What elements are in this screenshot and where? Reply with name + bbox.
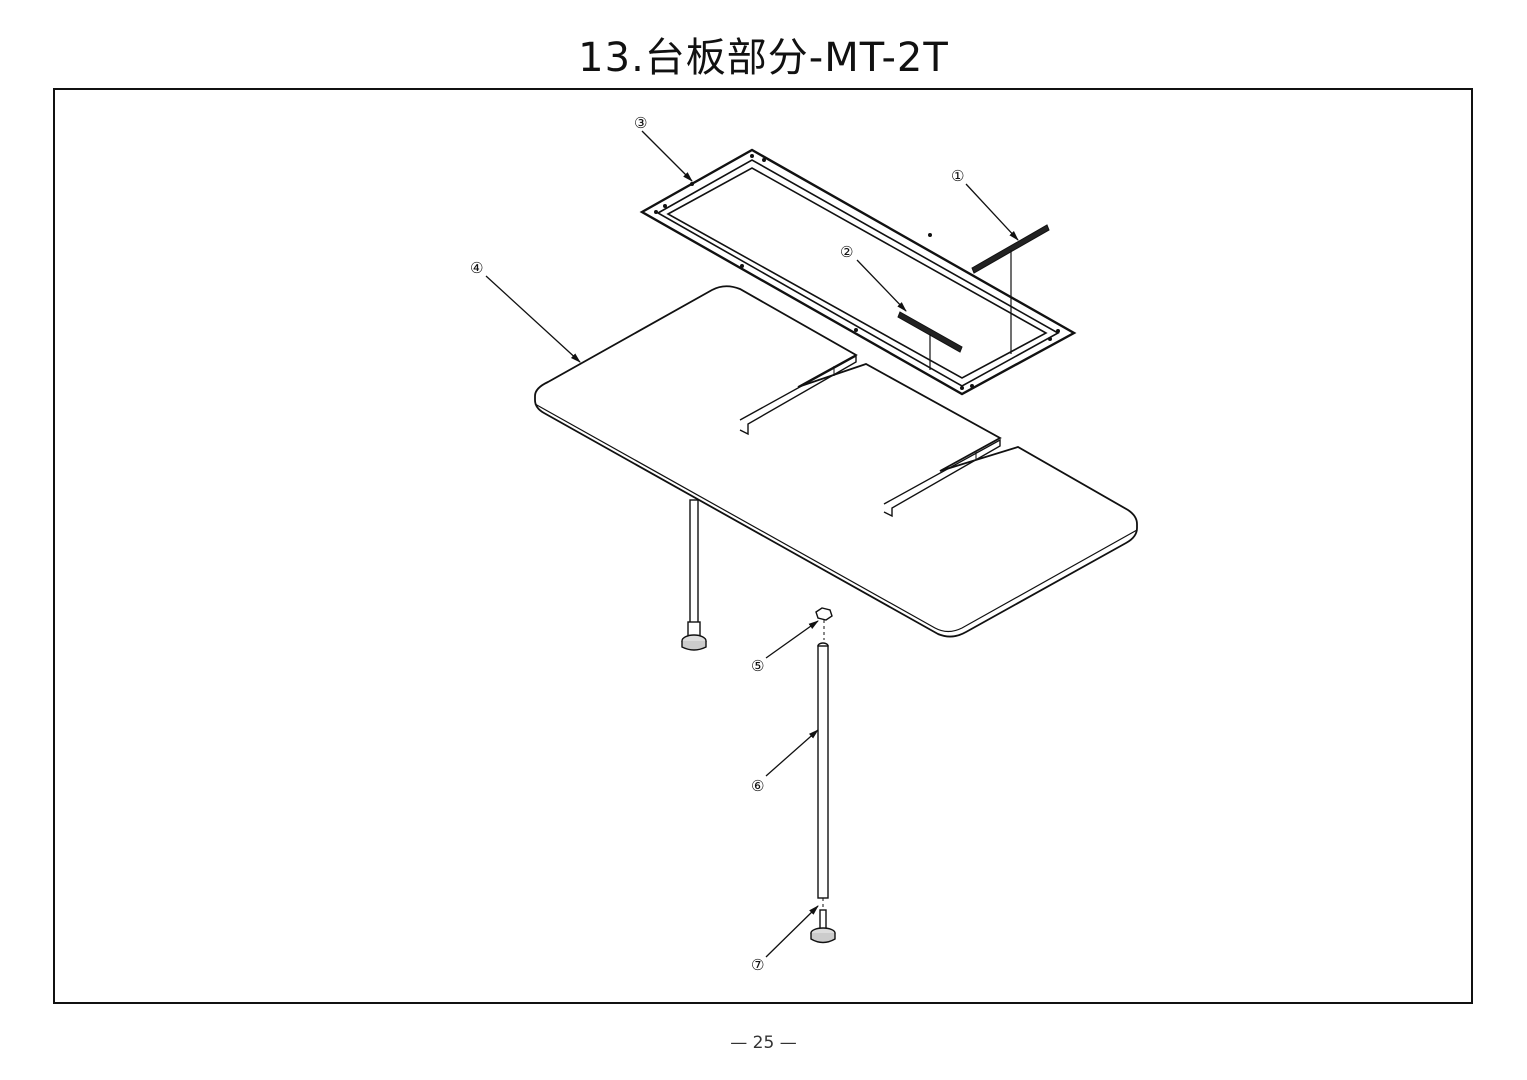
pole-part <box>817 642 829 910</box>
frame-part <box>639 148 1077 396</box>
callout-label-4: ④ <box>470 259 483 277</box>
leader-4 <box>485 275 581 363</box>
leader-7 <box>765 905 819 958</box>
rail-part-2 <box>897 311 963 370</box>
drawing-frame <box>53 88 1473 1004</box>
table-top <box>534 285 1138 638</box>
leader-1 <box>965 183 1019 241</box>
leader-3 <box>641 130 693 182</box>
page-title: 13.台板部分-MT-2T <box>578 35 949 81</box>
foot-part <box>810 909 836 944</box>
page-number: — 25 — <box>730 1033 797 1053</box>
callout-label-1: ① <box>951 167 964 185</box>
callout-label-6: ⑥ <box>751 777 764 795</box>
installed-leg <box>681 499 707 651</box>
nut-part <box>815 607 833 640</box>
rail-part-1 <box>971 224 1050 354</box>
leader-lines <box>485 130 1019 958</box>
leader-5 <box>765 620 819 659</box>
leader-2 <box>856 259 907 312</box>
callout-label-7: ⑦ <box>751 956 764 974</box>
callout-label-5: ⑤ <box>751 657 764 675</box>
callout-label-2: ② <box>840 243 853 261</box>
callout-label-3: ③ <box>634 114 647 132</box>
leader-6 <box>765 729 819 777</box>
